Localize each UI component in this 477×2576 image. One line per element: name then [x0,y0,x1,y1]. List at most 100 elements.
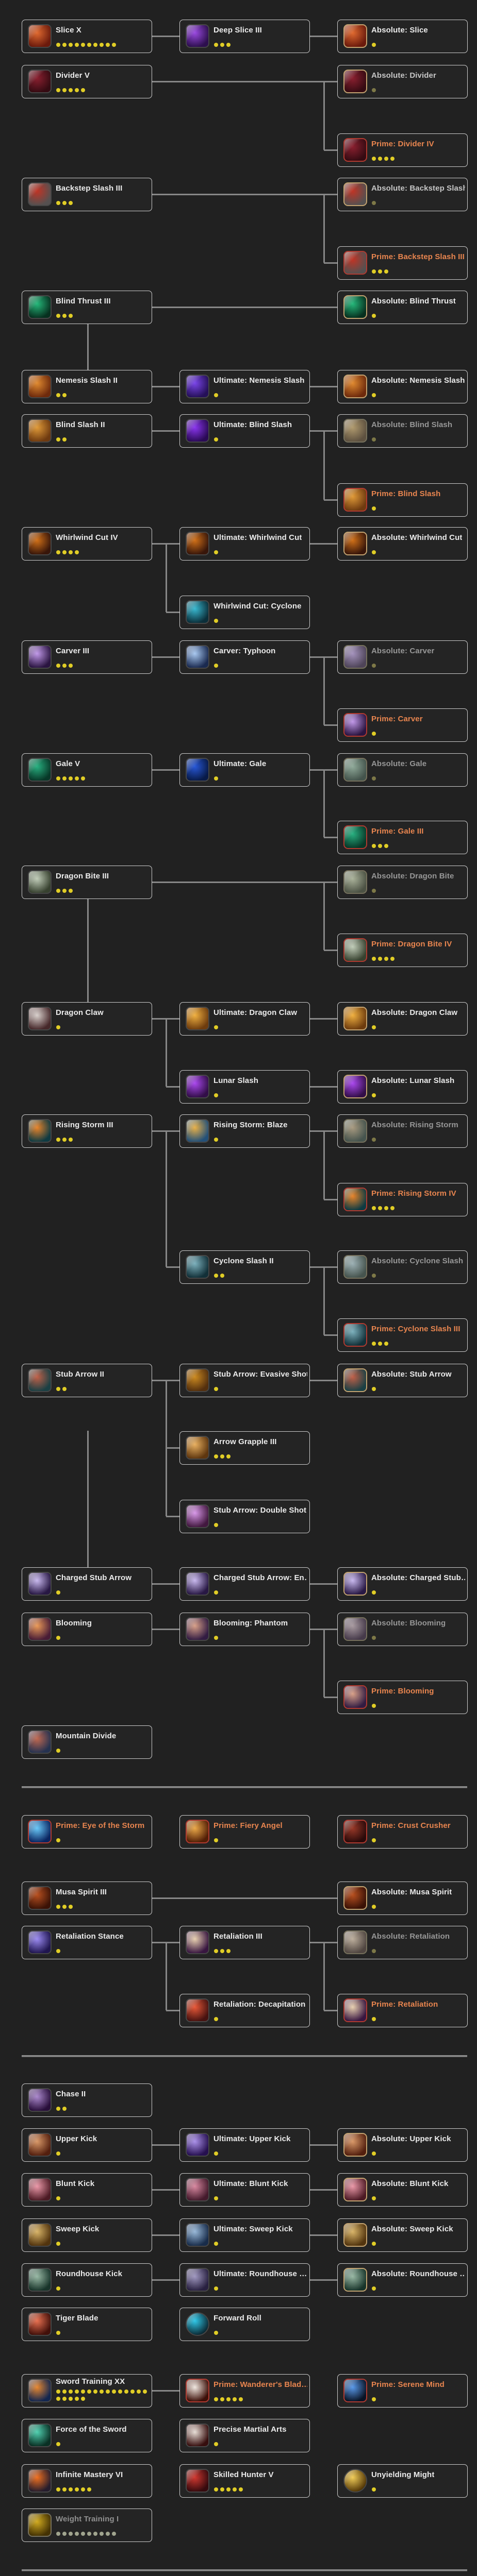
skill-node-absolute-carver[interactable]: Absolute: Carver [337,640,468,674]
skill-node-ultimate-blunt-kick[interactable]: Ultimate: Blunt Kick [179,2173,310,2207]
skill-node-absolute-whirlwind-cut[interactable]: Absolute: Whirlwind Cut [337,527,468,561]
skill-node-retaliation-iii[interactable]: Retaliation III [179,1926,310,1959]
skill-node-prime-retaliation[interactable]: Prime: Retaliation [337,1994,468,2027]
skill-node-prime-wanderers-blade[interactable]: Prime: Wanderer's Blad… [179,2374,310,2408]
connector-line-horizontal [310,2234,337,2236]
skill-node-prime-backstep-slash-iii[interactable]: Prime: Backstep Slash III [337,246,468,280]
skill-node-lunar-slash[interactable]: Lunar Slash [179,1070,310,1104]
skill-node-cyclone-slash-ii[interactable]: Cyclone Slash II [179,1250,310,1284]
skill-node-backstep-slash-iii[interactable]: Backstep Slash III [22,178,152,211]
skill-node-tiger-blade[interactable]: Tiger Blade [22,2308,152,2341]
skill-node-blooming[interactable]: Blooming [22,1613,152,1646]
skill-node-absolute-blind-thrust[interactable]: Absolute: Blind Thrust [337,291,468,324]
skill-node-blind-slash-ii[interactable]: Blind Slash II [22,414,152,448]
skill-node-rising-storm-blaze[interactable]: Rising Storm: Blaze [179,1114,310,1148]
skill-node-prime-crust-crusher[interactable]: Prime: Crust Crusher [337,1815,468,1849]
skill-node-prime-rising-storm-iv[interactable]: Prime: Rising Storm IV [337,1183,468,1216]
skill-node-gale-v[interactable]: Gale V [22,753,152,787]
skill-node-ultimate-upper-kick[interactable]: Ultimate: Upper Kick [179,2128,310,2162]
skill-node-stub-arrow-ii[interactable]: Stub Arrow II [22,1364,152,1397]
skill-node-absolute-slice[interactable]: Absolute: Slice [337,20,468,53]
skill-node-blind-thrust-iii[interactable]: Blind Thrust III [22,291,152,324]
skill-node-absolute-gale[interactable]: Absolute: Gale [337,753,468,787]
skill-node-weight-training-i[interactable]: Weight Training I [22,2509,152,2542]
skill-node-absolute-stub-arrow[interactable]: Absolute: Stub Arrow [337,1364,468,1397]
skill-node-nemesis-slash-ii[interactable]: Nemesis Slash II [22,370,152,403]
skill-node-absolute-blooming[interactable]: Absolute: Blooming [337,1613,468,1646]
skill-node-stub-arrow-evasive-shot[interactable]: Stub Arrow: Evasive Shot [179,1364,310,1397]
skill-node-prime-serene-mind[interactable]: Prime: Serene Mind [337,2374,468,2408]
skill-node-absolute-retaliation[interactable]: Absolute: Retaliation [337,1926,468,1959]
skill-node-ultimate-blind-slash[interactable]: Ultimate: Blind Slash [179,414,310,448]
skill-node-slice-x[interactable]: Slice X [22,20,152,53]
skill-node-absolute-nemesis-slash[interactable]: Absolute: Nemesis Slash [337,370,468,403]
skill-node-absolute-dragon-bite[interactable]: Absolute: Dragon Bite [337,866,468,899]
skill-node-divider-v[interactable]: Divider V [22,65,152,98]
skill-node-dragon-claw[interactable]: Dragon Claw [22,1002,152,1036]
skill-node-prime-blooming[interactable]: Prime: Blooming [337,1681,468,1714]
level-pip [372,1704,376,1708]
skill-node-unyielding-might[interactable]: Unyielding Might [337,2464,468,2498]
skill-node-absolute-blind-slash[interactable]: Absolute: Blind Slash [337,414,468,448]
skill-node-prime-cyclone-slash-iii[interactable]: Prime: Cyclone Slash III [337,1318,468,1352]
skill-title: Deep Slice III [213,26,262,35]
skill-node-carver-typhoon[interactable]: Carver: Typhoon [179,640,310,674]
skill-node-absolute-musa-spirit[interactable]: Absolute: Musa Spirit [337,1882,468,1915]
skill-node-ultimate-whirlwind-cut[interactable]: Ultimate: Whirlwind Cut [179,527,310,561]
skill-node-skilled-hunter-v[interactable]: Skilled Hunter V [179,2464,310,2498]
skill-node-absolute-sweep-kick[interactable]: Absolute: Sweep Kick [337,2218,468,2252]
skill-node-absolute-cyclone-slash[interactable]: Absolute: Cyclone Slash [337,1250,468,1284]
skill-node-prime-blind-slash[interactable]: Prime: Blind Slash [337,483,468,517]
skill-node-sweep-kick[interactable]: Sweep Kick [22,2218,152,2252]
skill-node-prime-divider-iv[interactable]: Prime: Divider IV [337,133,468,167]
skill-node-mountain-divide[interactable]: Mountain Divide [22,1725,152,1759]
skill-node-blooming-phantom[interactable]: Blooming: Phantom [179,1613,310,1646]
skill-node-absolute-upper-kick[interactable]: Absolute: Upper Kick [337,2128,468,2162]
skill-node-absolute-rising-storm[interactable]: Absolute: Rising Storm [337,1114,468,1148]
skill-node-ultimate-nemesis-slash[interactable]: Ultimate: Nemesis Slash [179,370,310,403]
level-pip [93,43,97,47]
skill-node-sword-training-xx[interactable]: Sword Training XX [22,2374,152,2408]
skill-node-chase-ii[interactable]: Chase II [22,2083,152,2117]
skill-node-upper-kick[interactable]: Upper Kick [22,2128,152,2162]
skill-node-absolute-roundhouse[interactable]: Absolute: Roundhouse … [337,2263,468,2297]
skill-node-ultimate-gale[interactable]: Ultimate: Gale [179,753,310,787]
level-pip [56,1749,60,1753]
skill-node-absolute-blunt-kick[interactable]: Absolute: Blunt Kick [337,2173,468,2207]
connector-line-vertical [323,1267,325,1335]
skill-node-absolute-lunar-slash[interactable]: Absolute: Lunar Slash [337,1070,468,1104]
skill-node-stub-arrow-double-shot[interactable]: Stub Arrow: Double Shot [179,1500,310,1533]
skill-node-infinite-mastery-vi[interactable]: Infinite Mastery VI [22,2464,152,2498]
skill-node-rising-storm-iii[interactable]: Rising Storm III [22,1114,152,1148]
skill-node-ultimate-roundhouse[interactable]: Ultimate: Roundhouse … [179,2263,310,2297]
skill-node-musa-spirit-iii[interactable]: Musa Spirit III [22,1882,152,1915]
skill-node-prime-gale-iii[interactable]: Prime: Gale III [337,821,468,854]
skill-node-whirlwind-cut-cyclone[interactable]: Whirlwind Cut: Cyclone [179,596,310,629]
skill-node-deep-slice-iii[interactable]: Deep Slice III [179,20,310,53]
skill-level-pips [214,1838,218,1842]
skill-node-retaliation-decapitation[interactable]: Retaliation: Decapitation [179,1994,310,2027]
skill-node-charged-stub-arrow-en[interactable]: Charged Stub Arrow: En… [179,1567,310,1601]
skill-title: Stub Arrow: Evasive Shot [213,1370,307,1379]
skill-node-precise-martial-arts[interactable]: Precise Martial Arts [179,2419,310,2452]
skill-node-retaliation-stance[interactable]: Retaliation Stance [22,1926,152,1959]
skill-node-blunt-kick[interactable]: Blunt Kick [22,2173,152,2207]
skill-node-absolute-backstep-slash[interactable]: Absolute: Backstep Slash [337,178,468,211]
skill-node-absolute-dragon-claw[interactable]: Absolute: Dragon Claw [337,1002,468,1036]
skill-node-roundhouse-kick[interactable]: Roundhouse Kick [22,2263,152,2297]
skill-node-carver-iii[interactable]: Carver III [22,640,152,674]
skill-node-absolute-charged-stub[interactable]: Absolute: Charged Stub… [337,1567,468,1601]
skill-node-ultimate-sweep-kick[interactable]: Ultimate: Sweep Kick [179,2218,310,2252]
skill-node-dragon-bite-iii[interactable]: Dragon Bite III [22,866,152,899]
skill-node-ultimate-dragon-claw[interactable]: Ultimate: Dragon Claw [179,1002,310,1036]
skill-node-force-of-the-sword[interactable]: Force of the Sword [22,2419,152,2452]
skill-node-absolute-divider[interactable]: Absolute: Divider [337,65,468,98]
skill-node-prime-eye-of-the-storm[interactable]: Prime: Eye of the Storm [22,1815,152,1849]
skill-node-charged-stub-arrow[interactable]: Charged Stub Arrow [22,1567,152,1601]
skill-node-prime-fiery-angel[interactable]: Prime: Fiery Angel [179,1815,310,1849]
skill-node-forward-roll[interactable]: Forward Roll [179,2308,310,2341]
skill-node-prime-carver[interactable]: Prime: Carver [337,708,468,742]
skill-node-prime-dragon-bite-iv[interactable]: Prime: Dragon Bite IV [337,934,468,967]
skill-node-whirlwind-cut-iv[interactable]: Whirlwind Cut IV [22,527,152,561]
skill-node-arrow-grapple-iii[interactable]: Arrow Grapple III [179,1431,310,1465]
